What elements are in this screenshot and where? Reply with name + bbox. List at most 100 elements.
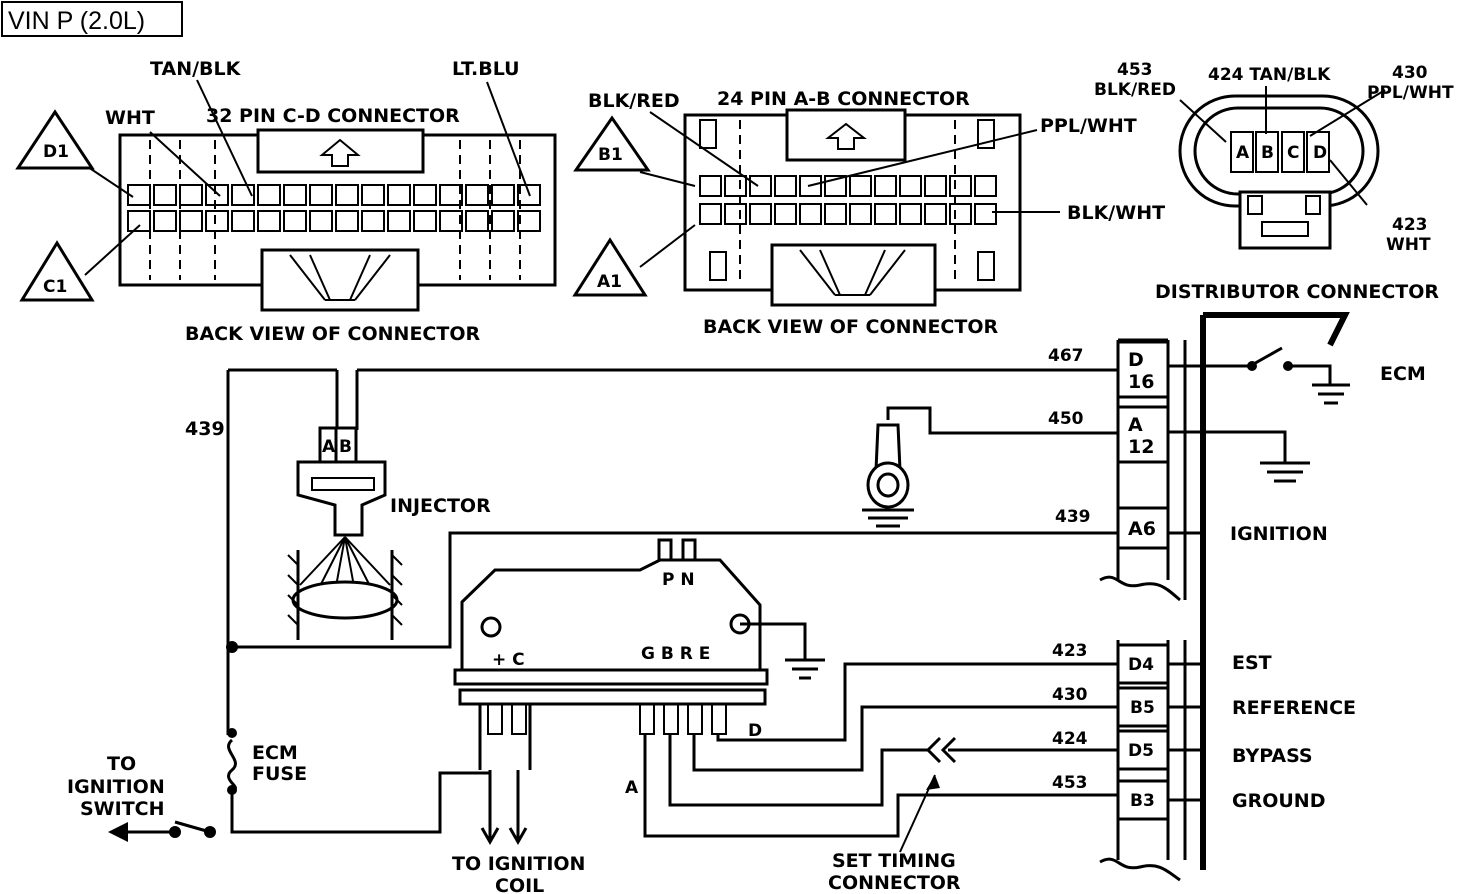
svg-text:A: A — [1128, 414, 1143, 436]
wire-439 — [232, 531, 1118, 649]
label-ignition: IGNITION — [67, 776, 165, 798]
connector-ab-latch-detail — [799, 249, 906, 296]
connector-cd-pin-cell — [491, 184, 515, 206]
label-set-timing: SET TIMING — [832, 850, 956, 872]
label-430: 430 — [1392, 63, 1428, 83]
marker-a1: A1 — [572, 237, 648, 297]
connector-ab-pin-cell — [774, 175, 797, 197]
connector-cd-pin-cell — [361, 210, 385, 232]
label-ecm-fuse-1: ECM — [252, 742, 298, 764]
svg-text:C1: C1 — [43, 277, 67, 297]
connector-ab-pin-cell — [974, 203, 997, 225]
label-lt-blu: LT.BLU — [452, 58, 520, 80]
leader-lines-ab-markers — [639, 171, 696, 268]
connector-cd-pin-cell — [335, 184, 359, 206]
label-ground: GROUND — [1232, 790, 1325, 812]
connector-ab-pin-cell — [949, 175, 972, 197]
connector-cd-pin-cell — [465, 210, 489, 232]
label-back-view-ab: BACK VIEW OF CONNECTOR — [703, 316, 998, 338]
svg-text:B: B — [1261, 143, 1274, 163]
injector-throttle — [291, 580, 399, 620]
ecm-pin-a12: A 12 — [1116, 405, 1170, 464]
connector-cd-pin-cell — [309, 184, 333, 206]
label-injector: INJECTOR — [390, 495, 491, 517]
arrow-left-icon — [108, 822, 128, 842]
label-430-color: PPL/WHT — [1367, 83, 1454, 103]
connector-cd-pin-cell — [153, 184, 177, 206]
title-text: VIN P (2.0L) — [8, 7, 145, 35]
ecm-pin-d4: D4 — [1116, 643, 1170, 685]
svg-text:D: D — [1313, 143, 1327, 163]
distributor-pin-a: A — [1230, 131, 1254, 173]
label-wire-450: 450 — [1048, 409, 1084, 429]
label-bypass: BYPASS — [1232, 745, 1313, 767]
label-distributor-connector: DISTRIBUTOR CONNECTOR — [1155, 281, 1439, 303]
svg-text:C: C — [1287, 143, 1299, 163]
connector-ab-pin-cell — [699, 175, 722, 197]
connector-cd-pin-cell — [387, 210, 411, 232]
connector-cd-latch-detail — [289, 254, 391, 301]
label-24pin-connector: 24 PIN A-B CONNECTOR — [717, 88, 970, 110]
connector-cd-latch — [260, 248, 420, 312]
connector-cd-pin-cell — [439, 210, 463, 232]
injector-body — [296, 460, 387, 537]
label-wire-439-left: 439 — [185, 418, 225, 440]
distributor-connector: A B C D 453 BLK/RED 424 TAN/BLK 430 PPL/… — [1094, 60, 1454, 303]
ground-icon — [862, 508, 914, 528]
set-timing-connector-icon — [925, 736, 957, 764]
ecm-pin-a6: A6 — [1116, 506, 1170, 550]
arrow-down-icon — [480, 827, 528, 846]
module-terms-pn: P N — [662, 570, 695, 590]
svg-text:B1: B1 — [598, 145, 623, 165]
connector-ab-pin-cell — [749, 175, 772, 197]
svg-text:A: A — [1236, 143, 1250, 163]
label-lead-a: A — [625, 778, 639, 798]
leader-lines-distributor — [1179, 86, 1386, 206]
injector-pin-a: A — [322, 437, 336, 457]
connector-ab-pin-cell — [774, 203, 797, 225]
connector-ab-pin-cell — [724, 175, 747, 197]
svg-text:A1: A1 — [597, 272, 622, 292]
wire-to-coil — [478, 704, 532, 840]
connector-cd-pin-cell — [153, 210, 177, 232]
label-back-view-cd: BACK VIEW OF CONNECTOR — [185, 323, 480, 345]
label-424: 424 TAN/BLK — [1208, 65, 1331, 85]
connector-cd-pin-cell — [465, 184, 489, 206]
connector-24pin-ab: BLK/RED 24 PIN A-B CONNECTOR PPL/WHT BLK… — [572, 88, 1165, 338]
connector-cd-pin-cell — [127, 210, 151, 232]
label-423-color: WHT — [1386, 235, 1431, 255]
svg-text:D5: D5 — [1128, 741, 1154, 761]
label-wire-424: 424 — [1052, 729, 1088, 749]
connector-32pin-cd: WHT TAN/BLK 32 PIN C-D CONNECTOR LT.BLU … — [15, 58, 557, 345]
connector-cd-pin-cell — [387, 184, 411, 206]
label-switch: SWITCH — [80, 798, 165, 820]
wire-467 — [228, 368, 1118, 430]
connector-cd-pin-cell — [205, 184, 229, 206]
ground-icon — [1312, 383, 1350, 405]
injector-pin-b: B — [339, 437, 352, 457]
wire-423 — [716, 662, 1118, 742]
ignition-module: P N + C G B R E TO IGNITION COIL D A SET… — [452, 538, 1118, 894]
connector-ab-pin-cell — [824, 203, 847, 225]
label-wire-423: 423 — [1052, 641, 1088, 661]
leader-lines-cd-markers — [84, 164, 141, 276]
connector-ab-pin-cell — [949, 203, 972, 225]
marker-c1: C1 — [19, 240, 95, 302]
ecm-enclosure: ECM IGNITION EST REFERENCE BYPASS GROUND — [1168, 312, 1426, 870]
connector-cd-pin-grid — [127, 184, 541, 232]
injector-bore-hatch — [287, 554, 403, 626]
ecm-connector-lower: D4 B5 D5 B3 — [1099, 640, 1181, 882]
connector-cd-pin-cell — [413, 184, 437, 206]
coolant-sensor — [862, 406, 1118, 528]
label-coil: COIL — [495, 875, 544, 894]
injector-spray — [299, 536, 391, 593]
svg-text:B5: B5 — [1130, 698, 1155, 718]
connector-cd-pin-cell — [517, 210, 541, 232]
svg-text:D1: D1 — [43, 142, 69, 162]
connector-cd-pin-cell — [491, 210, 515, 232]
connector-ab-pin-cell — [924, 203, 947, 225]
connector-ab-pin-cell — [724, 203, 747, 225]
svg-text:12: 12 — [1128, 436, 1154, 458]
connector-cd-pin-cell — [179, 210, 203, 232]
